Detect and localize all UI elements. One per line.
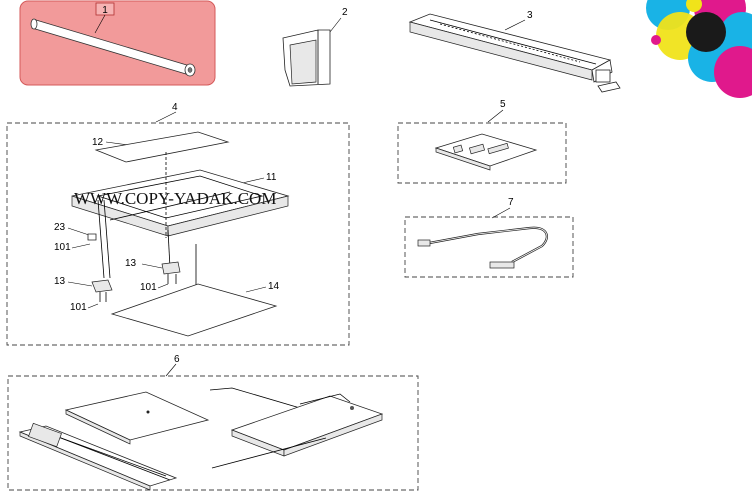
callout-13a: 13 bbox=[54, 276, 66, 287]
callout-2: 2 bbox=[342, 7, 348, 18]
scanner-plate-icon bbox=[64, 391, 210, 445]
hinge-line-left bbox=[97, 199, 105, 279]
circuit-board-icon bbox=[434, 133, 538, 171]
hinge-bracket-left-icon bbox=[91, 279, 113, 302]
callout-101c: 101 bbox=[70, 302, 87, 313]
callout-12: 12 bbox=[92, 137, 104, 148]
callout-101b: 101 bbox=[140, 282, 157, 293]
callout-6: 6 bbox=[174, 354, 180, 365]
part-7-group[interactable]: 7 bbox=[404, 197, 574, 278]
leader-2 bbox=[329, 17, 342, 33]
group-7-frame bbox=[404, 216, 574, 278]
glass-strip-icon bbox=[94, 131, 230, 163]
scanner-rail-icon bbox=[18, 422, 178, 491]
hinge-bracket-right-icon bbox=[161, 261, 181, 284]
leader-3 bbox=[504, 19, 526, 31]
carriage-unit-icon bbox=[209, 387, 384, 469]
pad-sheet-icon bbox=[110, 283, 278, 337]
leader-101b bbox=[157, 283, 169, 289]
callout-7: 7 bbox=[508, 197, 514, 208]
callout-101a: 101 bbox=[54, 242, 71, 253]
group-5-frame bbox=[397, 122, 567, 184]
leader-6 bbox=[165, 363, 177, 377]
hinge-line-right bbox=[167, 229, 171, 269]
transfer-roller-icon bbox=[30, 18, 196, 77]
leader-13a bbox=[67, 281, 93, 287]
leader-7 bbox=[491, 207, 511, 219]
callout-5: 5 bbox=[500, 99, 506, 110]
group-4-frame bbox=[6, 122, 350, 346]
part-6-group[interactable]: 6 bbox=[7, 354, 419, 491]
cover-sheet-icon bbox=[282, 29, 331, 87]
callout-11: 11 bbox=[266, 172, 277, 183]
leader-13b bbox=[141, 263, 163, 269]
leader-14 bbox=[245, 286, 267, 293]
leader-1 bbox=[94, 14, 106, 34]
callout-14: 14 bbox=[268, 281, 280, 292]
screw-icon bbox=[87, 233, 97, 241]
leader-101c bbox=[87, 303, 99, 309]
flat-cable-icon bbox=[417, 226, 548, 269]
callout-4: 4 bbox=[172, 102, 178, 113]
cmyk-logo-icon bbox=[646, 0, 752, 98]
callout-3: 3 bbox=[527, 10, 533, 21]
leader-5 bbox=[487, 109, 504, 123]
toner-cartridge-icon bbox=[408, 13, 621, 93]
part-5-group[interactable]: 5 bbox=[397, 99, 567, 184]
part-1-group[interactable]: 1 bbox=[19, 0, 216, 86]
part-2-group[interactable]: 2 bbox=[282, 7, 348, 87]
callout-13b: 13 bbox=[125, 258, 137, 269]
callout-23: 23 bbox=[54, 222, 66, 233]
part-3-group[interactable]: 3 bbox=[408, 10, 621, 93]
leader-101a bbox=[71, 243, 91, 249]
callout-1: 1 bbox=[102, 5, 108, 16]
watermark-text: WWW.COPY-YADAK.COM bbox=[74, 189, 276, 208]
group-6-frame bbox=[7, 375, 419, 491]
part-4-group[interactable]: 4 12 11 WWW.COPY-YADAK.COM 23 101 13 bbox=[6, 102, 350, 346]
leader-4 bbox=[155, 111, 177, 123]
